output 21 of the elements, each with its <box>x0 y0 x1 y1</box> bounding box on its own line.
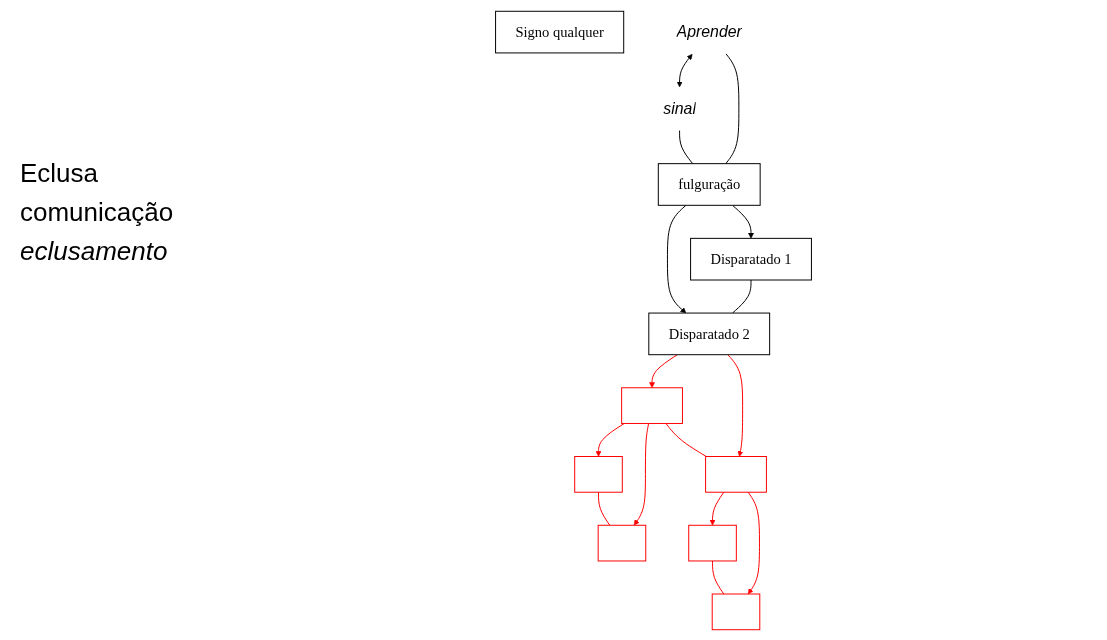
connector <box>725 53 740 165</box>
node-box <box>597 524 647 562</box>
connector <box>679 130 694 165</box>
connector <box>665 422 707 457</box>
node-box <box>711 593 761 631</box>
node-text: Aprender <box>676 22 742 41</box>
connector <box>712 560 725 595</box>
node-box: Disparatado 2 <box>648 312 771 356</box>
note-text: Eclusa <box>20 158 100 189</box>
node-box <box>688 524 737 562</box>
node-box: Disparatado 1 <box>690 237 812 281</box>
node-box <box>574 456 623 493</box>
node-text: sinal <box>663 99 696 118</box>
node-box: Signo qualquer <box>495 10 625 54</box>
note-text: eclusamento <box>20 236 169 267</box>
node-box: fulguração <box>657 163 761 206</box>
node-box <box>705 456 767 493</box>
connector <box>598 491 611 526</box>
node-box <box>621 387 683 424</box>
note-text: comunicação <box>20 197 175 228</box>
connector <box>732 279 752 314</box>
